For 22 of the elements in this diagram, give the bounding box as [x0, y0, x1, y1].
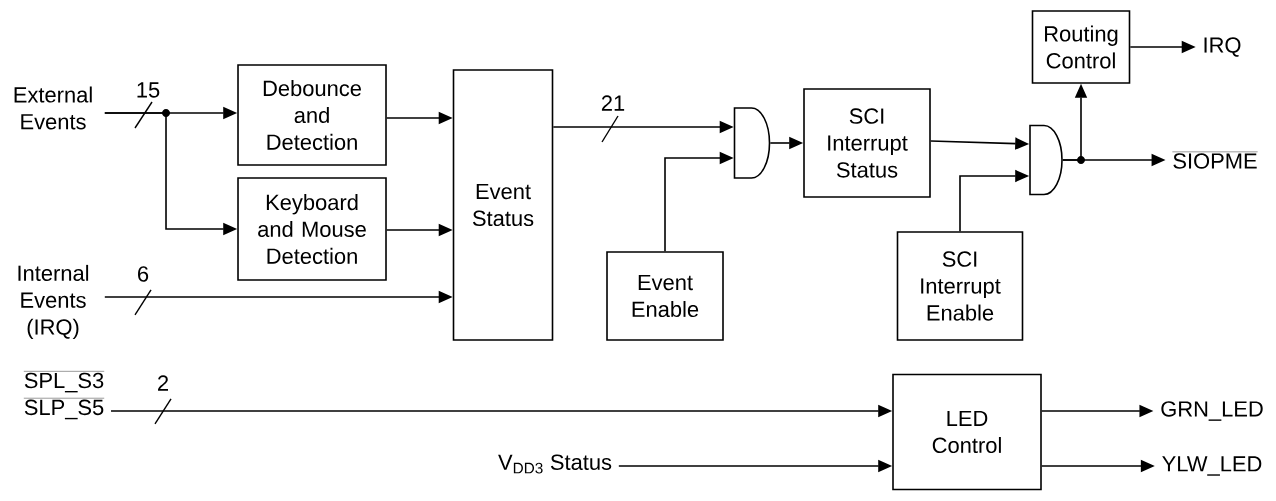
and-gate — [733, 107, 771, 179]
signal-label: External Events — [14, 86, 92, 130]
block-box: Event Status — [452, 69, 554, 341]
block-box: Keyboard and Mouse Detection — [237, 177, 387, 281]
signal-label: YLW_LED — [1162, 456, 1262, 476]
bus-width-label: 21 — [601, 95, 625, 111]
and-gate — [1029, 124, 1063, 196]
signal-label: V$_{DD3}$ Status — [498, 454, 612, 474]
block-box: SCI Interrupt Enable — [896, 231, 1024, 341]
bus-width-label: 2 — [158, 375, 168, 391]
signal-label: IRQ — [1204, 37, 1241, 57]
block-box: LED Control — [892, 373, 1042, 491]
block-box: SCI Interrupt Status — [803, 88, 931, 198]
block-box: Event Enable — [606, 251, 724, 341]
signal-label: Internal Events (IRQ) — [18, 264, 89, 340]
bus-width-label: 6 — [138, 266, 149, 282]
signal-label: SIOPME — [1172, 151, 1258, 169]
block-box: Debounce and Detection — [237, 64, 387, 166]
signal-label: GRN_LED — [1161, 401, 1263, 421]
signal-label: SPL_S3 SLP_S5 — [23, 371, 105, 420]
block-box: Routing Control — [1031, 10, 1131, 84]
bus-width-label: 15 — [137, 82, 160, 98]
